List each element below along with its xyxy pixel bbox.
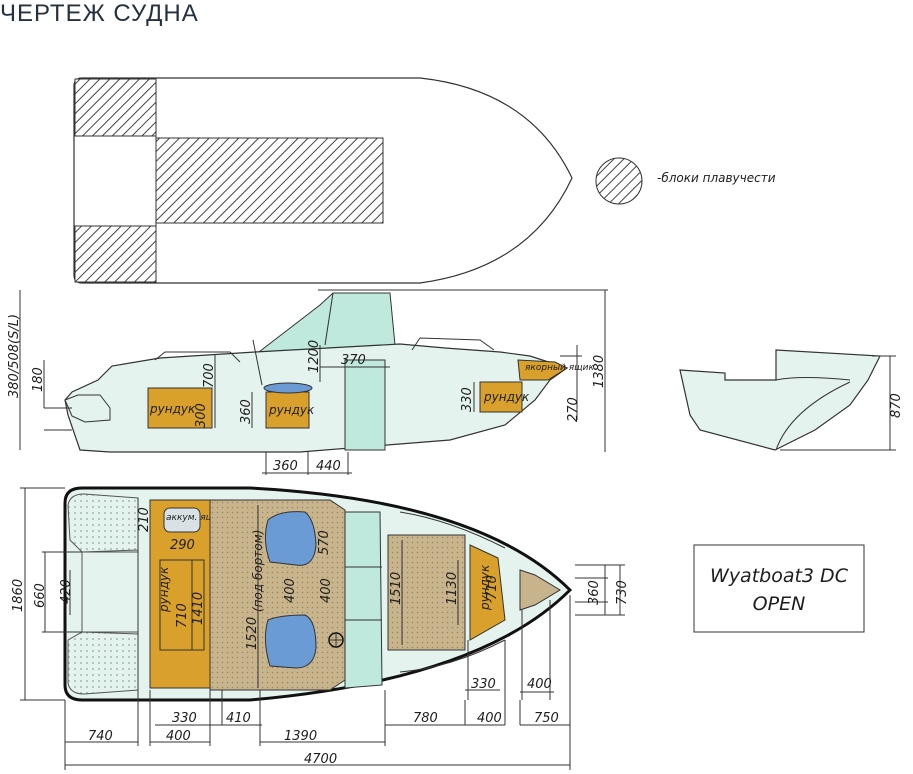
section-shape	[679, 349, 881, 451]
engine-well	[81, 551, 139, 633]
bow-anchor-area	[519, 569, 561, 611]
dim-360-vertical: 360	[239, 399, 254, 424]
model-name-line1: Wyatboat3 DC	[710, 565, 849, 587]
dim-370: 370	[341, 353, 366, 368]
dim-1520: 1520	[245, 617, 260, 650]
dim-730: 730	[615, 580, 630, 605]
seat-top	[263, 382, 313, 394]
legend-float-blocks: -блоки плавучести	[657, 171, 776, 185]
dim-bottom-330: 330	[172, 711, 197, 726]
rear-float-top	[67, 493, 139, 553]
page-title: ЧЕРТЕЖ СУДНА	[0, 0, 199, 27]
storage-label-rear: рундук	[149, 402, 196, 416]
dim-870: 870	[889, 393, 904, 418]
storage-box-seat	[265, 391, 310, 429]
seat-front	[264, 511, 317, 566]
storage-label-front: рундук	[483, 390, 530, 404]
dim-570: 570	[317, 530, 332, 555]
float-block-legend-symbol	[595, 157, 643, 205]
dim-bottom-4700: 4700	[304, 752, 337, 767]
dim-660: 660	[33, 583, 48, 608]
dim-270: 270	[566, 397, 581, 422]
model-name-line2: OPEN	[753, 593, 806, 615]
dim-bottom-740: 740	[88, 729, 113, 744]
float-block-center	[155, 137, 384, 224]
dim-210: 210	[137, 507, 152, 532]
dim-360-horizontal: 360	[273, 459, 298, 474]
dim-360-bow: 360	[587, 580, 602, 605]
dim-710-front: 710	[485, 575, 500, 600]
console-glass	[344, 359, 386, 451]
top-view: аккум. ящик рундук рундук	[11, 486, 630, 770]
plan-view-float-blocks	[73, 77, 573, 284]
seat-rear	[264, 614, 317, 669]
dim-400-left: 400	[283, 578, 298, 603]
storage-label-seat: рундук	[268, 403, 315, 417]
legend: -блоки плавучести	[595, 157, 776, 205]
battery-box	[163, 507, 201, 533]
dim-1130: 1130	[445, 572, 460, 605]
dim-300: 300	[194, 403, 209, 428]
storage-box-rear	[147, 387, 213, 429]
cross-section-view: 870	[679, 349, 904, 451]
side-dimensions: 380/508(S/L) 180 700 300 360 1200 370 33…	[7, 289, 608, 475]
anchor-box	[517, 359, 569, 381]
model-title-box: Wyatboat3 DC OPEN	[693, 544, 865, 633]
anchor-box-label: якорный ящик	[525, 363, 595, 373]
dim-bottom-400: 400	[166, 729, 191, 744]
dim-bottom-410: 410	[226, 711, 251, 726]
dim-400-right: 400	[319, 578, 334, 603]
dim-400-bow: 400	[527, 677, 552, 692]
dim-380-508: 380/508(S/L)	[7, 314, 22, 398]
storage-label-top-front: рундук	[478, 564, 492, 611]
dim-bottom-750: 750	[534, 711, 559, 726]
storage-box-front	[479, 381, 523, 413]
dim-700: 700	[202, 363, 217, 388]
dim-bottom-400-bow: 400	[477, 711, 502, 726]
dim-bottom-780: 780	[413, 711, 438, 726]
battery-box-label: аккум. ящик	[166, 513, 226, 523]
dim-1410: 1410	[191, 592, 206, 625]
dim-710-rear: 710	[175, 603, 190, 628]
console-top-glass	[344, 511, 383, 689]
dim-440: 440	[316, 459, 341, 474]
storage-front	[469, 544, 506, 641]
dim-290: 290	[170, 538, 195, 553]
rear-float-bottom	[67, 631, 139, 695]
side-view: рундук рундук рундук якорный ящик 380/50…	[7, 289, 608, 475]
dim-1200: 1200	[307, 340, 322, 373]
dim-420: 420	[59, 579, 74, 604]
dim-1510: 1510	[389, 572, 404, 605]
dim-1860: 1860	[11, 579, 26, 612]
dim-180: 180	[31, 367, 46, 392]
float-block-rear-top	[74, 78, 157, 137]
float-block-rear-bottom	[74, 225, 157, 283]
dim-330-vertical: 330	[460, 387, 475, 412]
forward-deck	[387, 534, 466, 651]
dim-1380: 1380	[592, 355, 607, 388]
storage-label-top-rear: рундук	[157, 566, 171, 613]
dim-bottom-1390: 1390	[284, 729, 317, 744]
dim-330-bow: 330	[471, 677, 496, 692]
